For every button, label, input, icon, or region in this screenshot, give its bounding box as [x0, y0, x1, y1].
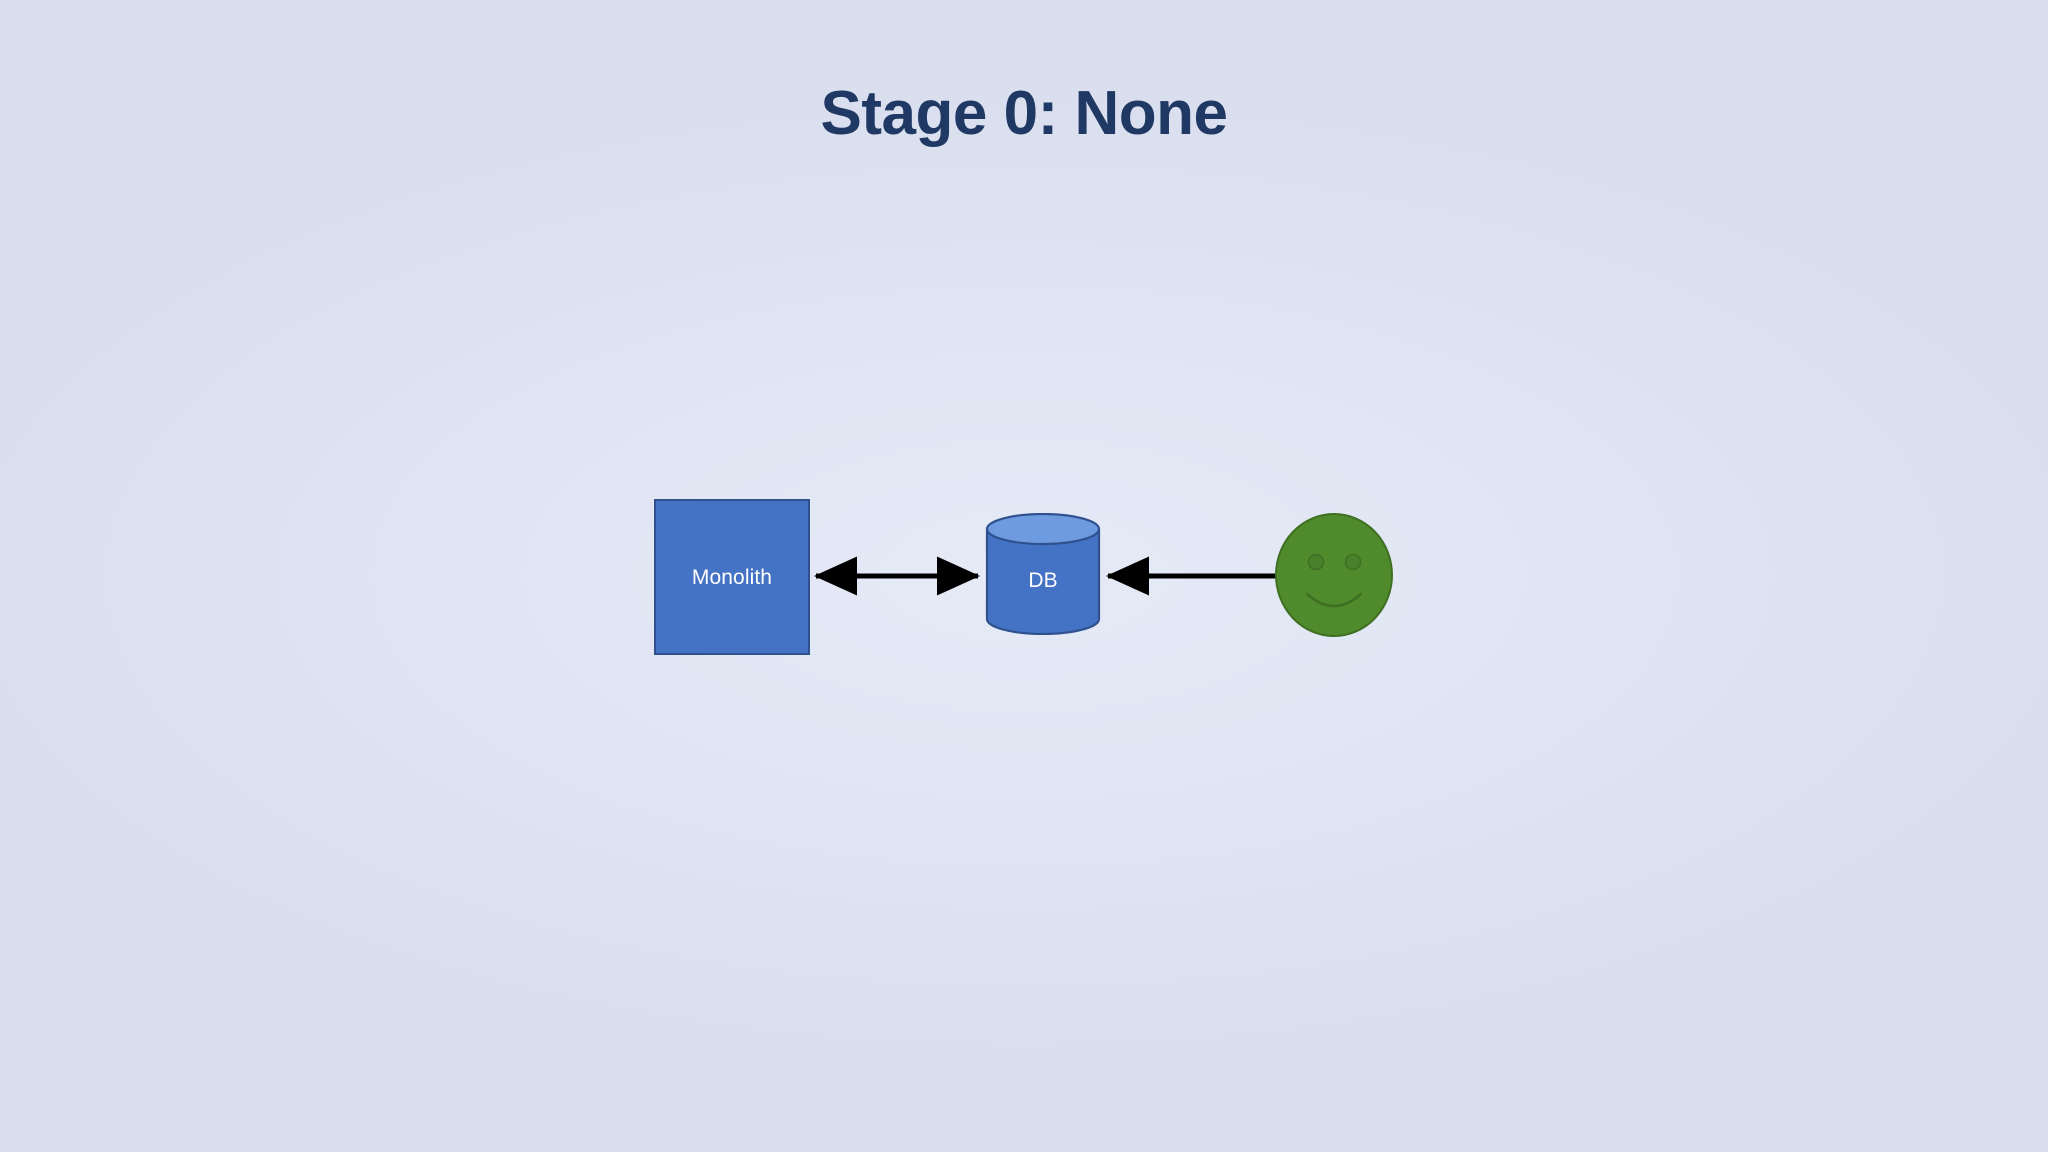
node-user[interactable] [1274, 512, 1394, 638]
smiley-face-icon [1275, 513, 1393, 637]
page-title: Stage 0: None [820, 79, 1228, 148]
database-cylinder-icon [985, 512, 1101, 636]
node-monolith[interactable]: Monolith [654, 499, 810, 655]
node-monolith-label: Monolith [691, 565, 773, 589]
node-db[interactable]: DB [984, 512, 1102, 636]
